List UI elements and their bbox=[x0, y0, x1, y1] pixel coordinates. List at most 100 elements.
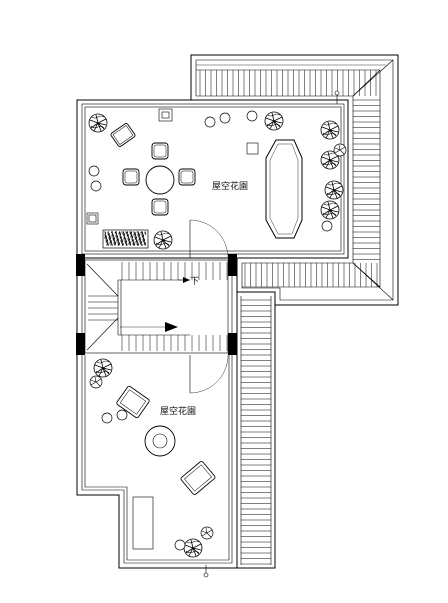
gravel-dot bbox=[128, 240, 130, 242]
gravel-dot bbox=[106, 243, 108, 245]
gravel-dot bbox=[104, 234, 106, 236]
gravel-dot bbox=[143, 241, 145, 243]
gravel-dot bbox=[112, 236, 114, 238]
gravel-dot bbox=[133, 234, 135, 236]
gravel-dot bbox=[128, 236, 130, 238]
gravel-dot bbox=[112, 233, 114, 235]
gravel-dot bbox=[111, 234, 113, 236]
gravel-dot bbox=[107, 242, 109, 244]
upper-door bbox=[189, 219, 229, 259]
gravel-dot bbox=[133, 241, 135, 243]
lounge-chair-icon bbox=[180, 460, 216, 496]
gravel-dot bbox=[120, 236, 122, 238]
gravel-dot bbox=[139, 240, 141, 242]
gravel-dot bbox=[138, 239, 140, 241]
gravel-dot bbox=[131, 240, 133, 242]
gravel-dot bbox=[105, 235, 107, 237]
bench bbox=[132, 496, 154, 550]
gravel-dot bbox=[141, 241, 143, 243]
gravel-dot bbox=[143, 243, 145, 245]
upper-garden-furniture: 屋空花園 bbox=[86, 108, 347, 250]
gravel-dot bbox=[133, 244, 135, 246]
gravel-dot bbox=[128, 243, 130, 245]
gravel-dot bbox=[118, 232, 120, 234]
gravel-dot bbox=[134, 243, 136, 245]
gravel-dot bbox=[125, 231, 127, 233]
gravel-dot bbox=[143, 237, 145, 239]
upper-room-label: 屋空花園 bbox=[212, 180, 248, 192]
gravel-dot bbox=[141, 236, 143, 238]
gravel-dot bbox=[118, 233, 120, 235]
gravel-dot bbox=[116, 236, 118, 238]
gravel-dot bbox=[144, 232, 146, 234]
gravel-dot bbox=[117, 241, 119, 243]
gravel-dot bbox=[114, 237, 116, 239]
potted-plant-icon bbox=[320, 120, 340, 140]
drain-markers bbox=[203, 90, 340, 578]
gravel-dot bbox=[119, 237, 121, 239]
roof-hatching bbox=[196, 64, 386, 565]
gravel-dot bbox=[137, 234, 139, 236]
gravel-dot bbox=[130, 232, 132, 234]
gravel-dot bbox=[105, 241, 107, 243]
gravel-dot bbox=[137, 241, 139, 243]
gravel-dot bbox=[109, 242, 111, 244]
gravel-dot bbox=[135, 234, 137, 236]
gravel-dot bbox=[127, 234, 129, 236]
potted-plant-icon bbox=[324, 180, 344, 200]
roof-lower-right bbox=[236, 291, 276, 569]
gravel-dot bbox=[110, 243, 112, 245]
gravel-dot bbox=[126, 243, 128, 245]
gravel-dot bbox=[123, 235, 125, 237]
gravel-dot bbox=[134, 232, 136, 234]
gravel-dot bbox=[131, 234, 133, 236]
gravel-dot bbox=[142, 235, 144, 237]
gravel-dot bbox=[118, 243, 120, 245]
gravel-dot bbox=[141, 234, 143, 236]
gravel-dot bbox=[141, 244, 143, 246]
gravel-dot bbox=[111, 231, 113, 233]
potted-plant-icon bbox=[153, 230, 173, 250]
gravel-dot bbox=[104, 236, 106, 238]
gravel-dot bbox=[110, 237, 112, 239]
gravel-dot bbox=[120, 239, 122, 241]
gravel-dot bbox=[109, 241, 111, 243]
gravel-dot bbox=[138, 238, 140, 240]
gravel-dot bbox=[126, 232, 128, 234]
gravel-dot bbox=[116, 240, 118, 242]
gravel-dot bbox=[106, 240, 108, 242]
gravel-dot bbox=[136, 231, 138, 233]
gravel-dot bbox=[143, 234, 145, 236]
gravel-dot bbox=[125, 241, 127, 243]
gravel-dot bbox=[113, 242, 115, 244]
gravel-dot bbox=[129, 233, 131, 235]
gravel-dot bbox=[127, 231, 129, 233]
gravel-dot bbox=[105, 232, 107, 234]
gravel-dot bbox=[107, 232, 109, 234]
gravel-dot bbox=[108, 233, 110, 235]
gravel-dot bbox=[114, 232, 116, 234]
gravel-dot bbox=[142, 239, 144, 241]
gravel-dot bbox=[129, 238, 131, 240]
gravel-dot bbox=[123, 237, 125, 239]
gravel-dot bbox=[114, 243, 116, 245]
gravel-dot bbox=[145, 233, 147, 235]
gravel-dot bbox=[111, 232, 113, 234]
gravel-dot bbox=[118, 240, 120, 242]
gravel-dot bbox=[119, 231, 121, 233]
gravel-dot bbox=[122, 243, 124, 245]
gravel-dot bbox=[125, 244, 127, 246]
gravel-dot bbox=[132, 242, 134, 244]
lower-room-walls bbox=[76, 355, 238, 569]
gravel-dot bbox=[123, 231, 125, 233]
gravel-dot bbox=[116, 237, 118, 239]
gravel-dot bbox=[121, 241, 123, 243]
stair-direction-label: 下 bbox=[190, 277, 199, 287]
gravel-dot bbox=[124, 239, 126, 241]
gravel-dot bbox=[132, 239, 134, 241]
gravel-dot bbox=[113, 238, 115, 240]
gravel-dot bbox=[112, 239, 114, 241]
gravel-dot bbox=[140, 242, 142, 244]
gravel-dot bbox=[111, 235, 113, 237]
gravel-dot bbox=[116, 233, 118, 235]
